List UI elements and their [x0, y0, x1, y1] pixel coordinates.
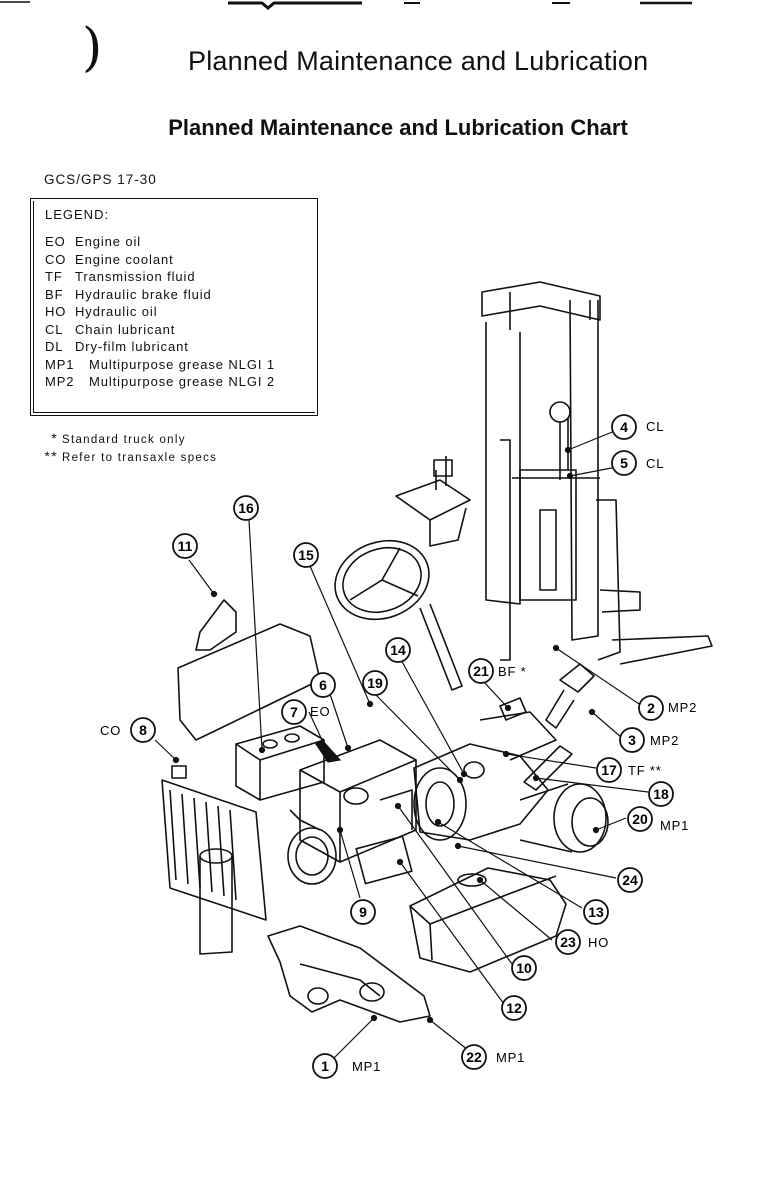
callout-number: 2 — [647, 700, 655, 716]
callout-number: 8 — [139, 722, 147, 738]
model-label: GCS/GPS 17-30 — [44, 172, 157, 187]
transaxle-illustration — [413, 711, 609, 853]
tilt-cylinder-illustration — [499, 663, 595, 791]
callout-number: 19 — [367, 675, 383, 691]
callout-code: MP2 — [668, 700, 697, 715]
callout-12: 12 — [501, 995, 527, 1021]
chart-title: Planned Maintenance and Lubrication Char… — [168, 115, 628, 140]
callout-number: 12 — [506, 1000, 522, 1016]
callout-code: BF * — [498, 664, 526, 679]
callout-code: TF ** — [628, 763, 662, 778]
callout-number: 13 — [588, 904, 604, 920]
note-mark: * — [51, 430, 58, 446]
callout-13: 13 — [583, 899, 609, 925]
page-title: Planned Maintenance and Lubrication — [188, 46, 649, 76]
callout-10: 10 — [511, 955, 537, 981]
steering-wheel-illustration — [334, 539, 463, 691]
callout-number: 15 — [298, 547, 314, 563]
callout-number: 14 — [390, 642, 406, 658]
callout-number: 9 — [359, 904, 367, 920]
callout-number: 5 — [620, 455, 628, 471]
callout-code: CL — [646, 419, 664, 434]
note-text: Standard truck only — [62, 434, 186, 446]
callout-code: HO — [588, 935, 609, 950]
callout-number: 4 — [620, 419, 628, 435]
callout-number: 10 — [516, 960, 532, 976]
callout-number: 1 — [321, 1058, 329, 1074]
callout-number: 3 — [628, 732, 636, 748]
callout-code: MP1 — [496, 1050, 525, 1065]
callout-6: 6 — [310, 672, 336, 698]
callout-number: 17 — [601, 762, 617, 778]
seat-control-illustration — [395, 456, 471, 547]
callout-number: 7 — [290, 704, 298, 720]
callout-code: CO — [100, 723, 121, 738]
note-transaxle: ** Refer to transaxle specs — [34, 448, 217, 464]
callout-number: 22 — [466, 1049, 482, 1065]
callout-23: 23 HO — [555, 929, 609, 955]
callout-number: 24 — [622, 872, 638, 888]
callout-16: 16 — [233, 495, 259, 521]
callout-number: 20 — [632, 811, 648, 827]
callout-8: 8 CO — [100, 717, 156, 743]
callout-1: 1 MP1 — [312, 1053, 381, 1079]
note-text: Refer to transaxle specs — [62, 452, 218, 464]
hydraulic-tank-illustration — [409, 867, 567, 973]
callout-code: MP2 — [650, 733, 679, 748]
callout-number: 23 — [560, 934, 576, 950]
callout-2: 2 MP2 — [638, 695, 697, 721]
header-rule-marks — [0, 1, 692, 10]
callout-code: CL — [646, 456, 664, 471]
callout-9: 9 — [350, 899, 376, 925]
callout-20: 20 MP1 — [627, 806, 689, 833]
mast-illustration — [481, 281, 713, 665]
callout-code: EO — [310, 704, 330, 719]
callout-number: 16 — [238, 500, 254, 516]
steer-axle-illustration — [267, 925, 431, 1023]
callout-17: 17 TF ** — [596, 757, 662, 783]
callout-11: 11 — [172, 533, 198, 559]
callout-15: 15 — [293, 542, 319, 568]
callout-7: 7 EO — [281, 699, 330, 725]
callout-number: 18 — [653, 786, 669, 802]
callout-22: 22 MP1 — [461, 1044, 525, 1070]
leader-lines — [154, 427, 649, 1059]
callout-14: 14 — [385, 637, 411, 663]
callout-code: MP1 — [660, 818, 689, 833]
callout-number: 11 — [178, 538, 193, 554]
callout-24: 24 — [617, 867, 643, 893]
radiator-illustration — [161, 765, 267, 955]
callout-3: 3 MP2 — [619, 727, 679, 753]
callout-18: 18 — [648, 781, 674, 807]
callout-number: 21 — [473, 663, 489, 679]
callout-number: 6 — [319, 677, 327, 693]
margin-paren-mark: ) — [82, 18, 103, 78]
engine-illustration — [287, 739, 417, 885]
callout-21: 21 BF * — [468, 658, 526, 684]
callout-4: 4 CL — [611, 414, 664, 440]
battery-illustration — [235, 725, 325, 801]
callout-code: MP1 — [352, 1059, 381, 1074]
callout-5: 5 CL — [611, 450, 664, 476]
note-standard-truck: * Standard truck only — [34, 430, 186, 446]
callout-19: 19 — [362, 670, 388, 696]
truck-illustration — [161, 281, 713, 1023]
note-mark: ** — [44, 448, 58, 464]
